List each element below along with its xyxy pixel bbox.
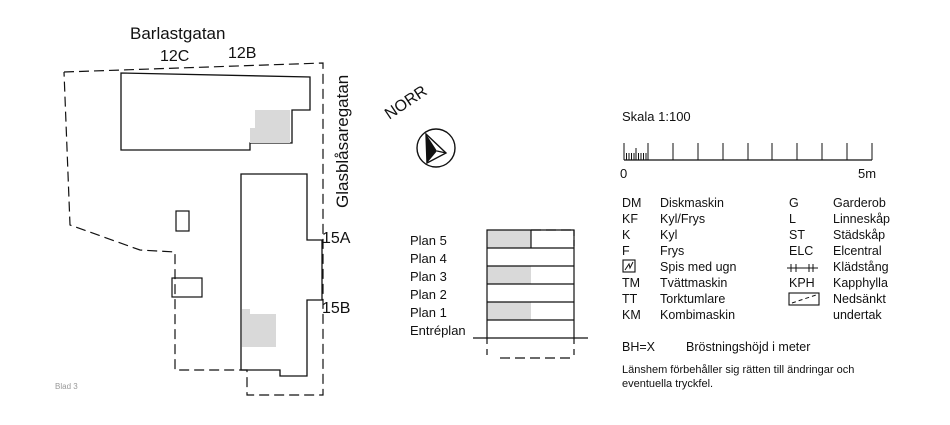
legend-label-st: Städskåp [833,228,886,242]
floor-label-entreplan: Entréplan [410,323,466,338]
legend-code-f: F [622,244,630,258]
building-label-15b: 15B [322,300,351,317]
shed-wide [171,277,203,298]
legend-code-l: L [789,212,796,226]
building-12-outline [120,72,311,151]
floor-label-plan-4: Plan 4 [410,251,447,266]
stove-symbol-icon [622,259,636,273]
legend-label-tt: Torktumlare [660,292,726,306]
north-arrow-icon [416,128,456,168]
scale-end-label: 5m [858,166,877,181]
legend-code-kph: KPH [789,276,815,290]
legend-label-l: Linneskåp [833,212,890,226]
floor-label-plan-2: Plan 2 [410,287,447,302]
floor-label-plan-1: Plan 1 [410,305,447,320]
building-label-12b: 12B [228,45,257,62]
disclaimer-line-1: Länshem förbehåller sig rätten till ändr… [622,364,855,376]
legend-code-g: G [789,196,799,210]
floor-label-plan-3: Plan 3 [410,269,447,284]
legend-code-k: K [622,228,631,242]
legend-code-tt: TT [622,292,638,306]
clothes-rail-symbol-icon [787,264,818,272]
legend-code-tm: TM [622,276,641,290]
building-15-highlight [242,309,276,347]
legend-label-spis: Spis med ugn [660,260,737,274]
legend-label-kladstang: Klädstång [833,260,889,274]
floor-label-plan-5: Plan 5 [410,233,447,248]
legend-label-nedsankt: Nedsänkt [833,292,886,306]
property-boundary [63,62,324,396]
legend-label-dm: Diskmaskin [660,196,724,210]
building-12-highlight [250,110,290,143]
legend-label-bh: Bröstningshöjd i meter [686,340,811,354]
legend-code-bh: BH=X [622,340,656,354]
shed-small [175,210,190,232]
legend-code-dm: DM [622,196,642,210]
legend-code-st: ST [789,228,805,242]
disclaimer-line-2: eventuella tryckfel. [622,378,714,390]
scale-bar [623,143,873,161]
legend-label-g: Garderob [833,196,886,210]
legend-label-km: Kombimaskin [660,308,736,322]
legend-label-k: Kyl [660,228,678,242]
scale-title: Skala 1:100 [622,109,691,124]
legend-label-elc: Elcentral [833,244,882,258]
sheet-label: Blad 3 [55,382,78,391]
lowered-ceiling-symbol-icon [788,292,820,306]
scale-start-label: 0 [620,166,628,181]
legend-code-kf: KF [622,212,638,226]
legend-label-undertak: undertak [833,308,882,322]
legend-label-tm: Tvättmaskin [660,276,728,290]
street-label-top: Barlastgatan [130,24,226,43]
legend-label-kph: Kapphylla [833,276,888,290]
floor-stack-diagram [473,229,588,359]
legend-code-km: KM [622,308,641,322]
street-label-right: Glasblåsaregatan [333,74,352,208]
building-label-15a: 15A [322,230,351,247]
legend-label-kf: Kyl/Frys [660,212,706,226]
legend-code-elc: ELC [789,244,814,258]
building-15-outline [240,173,323,377]
building-label-12c: 12C [160,48,190,65]
legend-label-f: Frys [660,244,685,258]
